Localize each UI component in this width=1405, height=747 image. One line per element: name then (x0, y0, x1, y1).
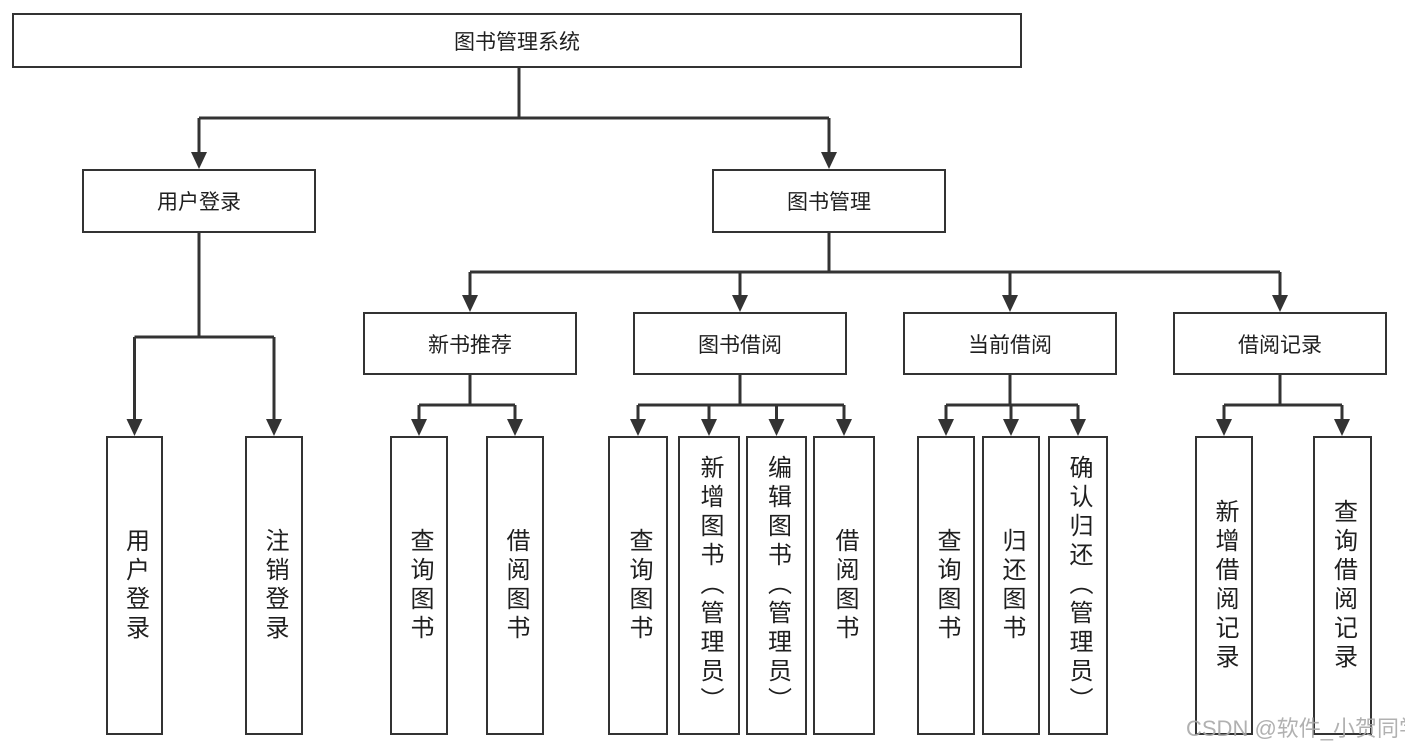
node-add-books-admin: 新增图书（管理员） (678, 436, 740, 735)
node-label: 注销登录 (261, 527, 288, 644)
node-edit-books-admin: 编辑图书（管理员） (746, 436, 807, 735)
node-label: 查询借阅记录 (1329, 498, 1357, 673)
csdn-watermark: CSDN @软件_小贺同学 (1186, 716, 1405, 741)
node-label: 查询图书 (933, 527, 960, 644)
node-label: 图书借阅 (698, 333, 782, 357)
connector-paths (133, 68, 1344, 421)
node-query-books-current: 查询图书 (917, 436, 975, 735)
node-label: 确认归还（管理员） (1065, 455, 1092, 716)
node-label: 新增借阅记录 (1211, 498, 1238, 673)
node-current-borrowing: 当前借阅 (903, 312, 1117, 375)
node-query-books-borrowing: 查询图书 (608, 436, 668, 735)
node-label: 借阅图书 (831, 527, 858, 644)
node-book-borrowing: 图书借阅 (633, 312, 847, 375)
node-book-management-system: 图书管理系统 (12, 13, 1022, 68)
node-label: 图书管理系统 (454, 30, 580, 54)
node-borrow-books-recommend: 借阅图书 (486, 436, 544, 735)
node-label: 借阅图书 (502, 527, 529, 644)
node-label: 查询图书 (406, 527, 433, 644)
node-label: 当前借阅 (968, 333, 1052, 357)
node-book-management: 图书管理 (712, 169, 946, 233)
node-add-borrow-record: 新增借阅记录 (1195, 436, 1253, 735)
node-borrow-books-borrowing: 借阅图书 (813, 436, 875, 735)
node-label: 归还图书 (998, 527, 1025, 644)
node-borrow-records: 借阅记录 (1173, 312, 1387, 375)
node-label: 新增图书（管理员） (696, 455, 723, 716)
node-label: 新书推荐 (428, 333, 512, 357)
node-query-borrow-record: 查询借阅记录 (1313, 436, 1372, 735)
node-return-books: 归还图书 (982, 436, 1040, 735)
node-query-books-recommend: 查询图书 (390, 436, 448, 735)
node-user-login: 用户登录 (82, 169, 316, 233)
node-label: 用户登录 (157, 191, 241, 214)
node-label: 图书管理 (787, 191, 871, 214)
node-logout-action: 注销登录 (245, 436, 303, 735)
node-confirm-return-admin: 确认归还（管理员） (1048, 436, 1108, 735)
node-label: 编辑图书（管理员） (763, 455, 791, 716)
node-new-book-recommend: 新书推荐 (363, 312, 577, 375)
node-label: 查询图书 (625, 527, 652, 644)
node-user-login-action: 用户登录 (106, 436, 163, 735)
node-label: 用户登录 (121, 527, 149, 644)
node-label: 借阅记录 (1238, 333, 1322, 357)
